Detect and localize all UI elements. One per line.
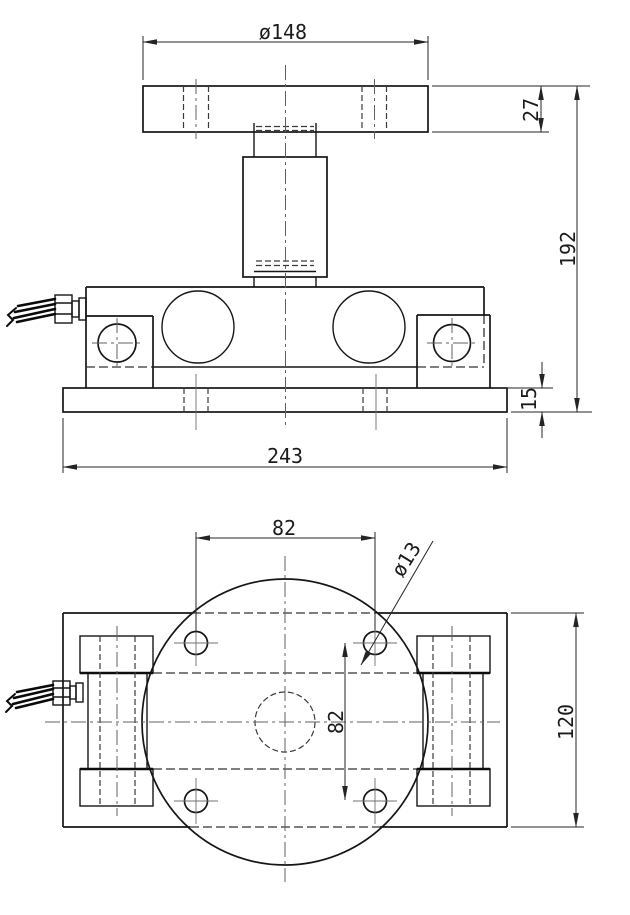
plan-foot-left bbox=[79, 626, 154, 816]
beam-cutout-right bbox=[332, 290, 406, 364]
cable-front bbox=[6, 297, 57, 327]
dim-base-length: 243 bbox=[62, 418, 508, 473]
dim-label-plate-thickness: 27 bbox=[519, 98, 543, 122]
mounting-foot-right bbox=[416, 314, 491, 388]
beam-cutout-left bbox=[161, 290, 235, 364]
dim-label-base-width: 120 bbox=[554, 704, 578, 740]
cable-gland-front bbox=[54, 294, 87, 324]
dim-total-height: 192 bbox=[511, 85, 592, 413]
plan-foot-right bbox=[416, 626, 491, 816]
base-plate-hidden-holes bbox=[183, 374, 388, 430]
top-plate-hidden-holes bbox=[182, 79, 388, 139]
dim-label-hole-spacing-horizontal: 82 bbox=[272, 516, 296, 540]
dim-plate-diameter: ø148 bbox=[142, 20, 429, 80]
dim-label-hole-diameter: ø13 bbox=[386, 538, 425, 581]
cable-plan bbox=[5, 683, 55, 713]
dim-label-base-thickness: 15 bbox=[517, 387, 541, 411]
dim-label-base-length: 243 bbox=[267, 444, 303, 468]
dim-label-total-height: 192 bbox=[556, 231, 580, 267]
dim-hole-spacing-vertical: 82 bbox=[324, 642, 348, 801]
plan-base-plate bbox=[62, 612, 508, 828]
plan-view: 82 ø13 82 120 bbox=[5, 516, 584, 882]
mounting-foot-left bbox=[86, 315, 154, 388]
dim-label-plate-diameter: ø148 bbox=[259, 20, 307, 44]
dim-base-width: 120 bbox=[511, 612, 584, 828]
dim-label-hole-spacing-vertical: 82 bbox=[324, 710, 348, 734]
dim-plate-thickness: 27 bbox=[432, 85, 590, 133]
front-view: ø148 27 192 15 243 bbox=[6, 20, 592, 473]
plan-bolt-holes bbox=[174, 620, 397, 824]
dim-hole-spacing-horizontal: 82 bbox=[195, 516, 376, 632]
cable-gland-plan bbox=[52, 680, 84, 706]
dim-hole-diameter: ø13 bbox=[360, 538, 434, 666]
dim-base-thickness: 15 bbox=[494, 362, 553, 438]
